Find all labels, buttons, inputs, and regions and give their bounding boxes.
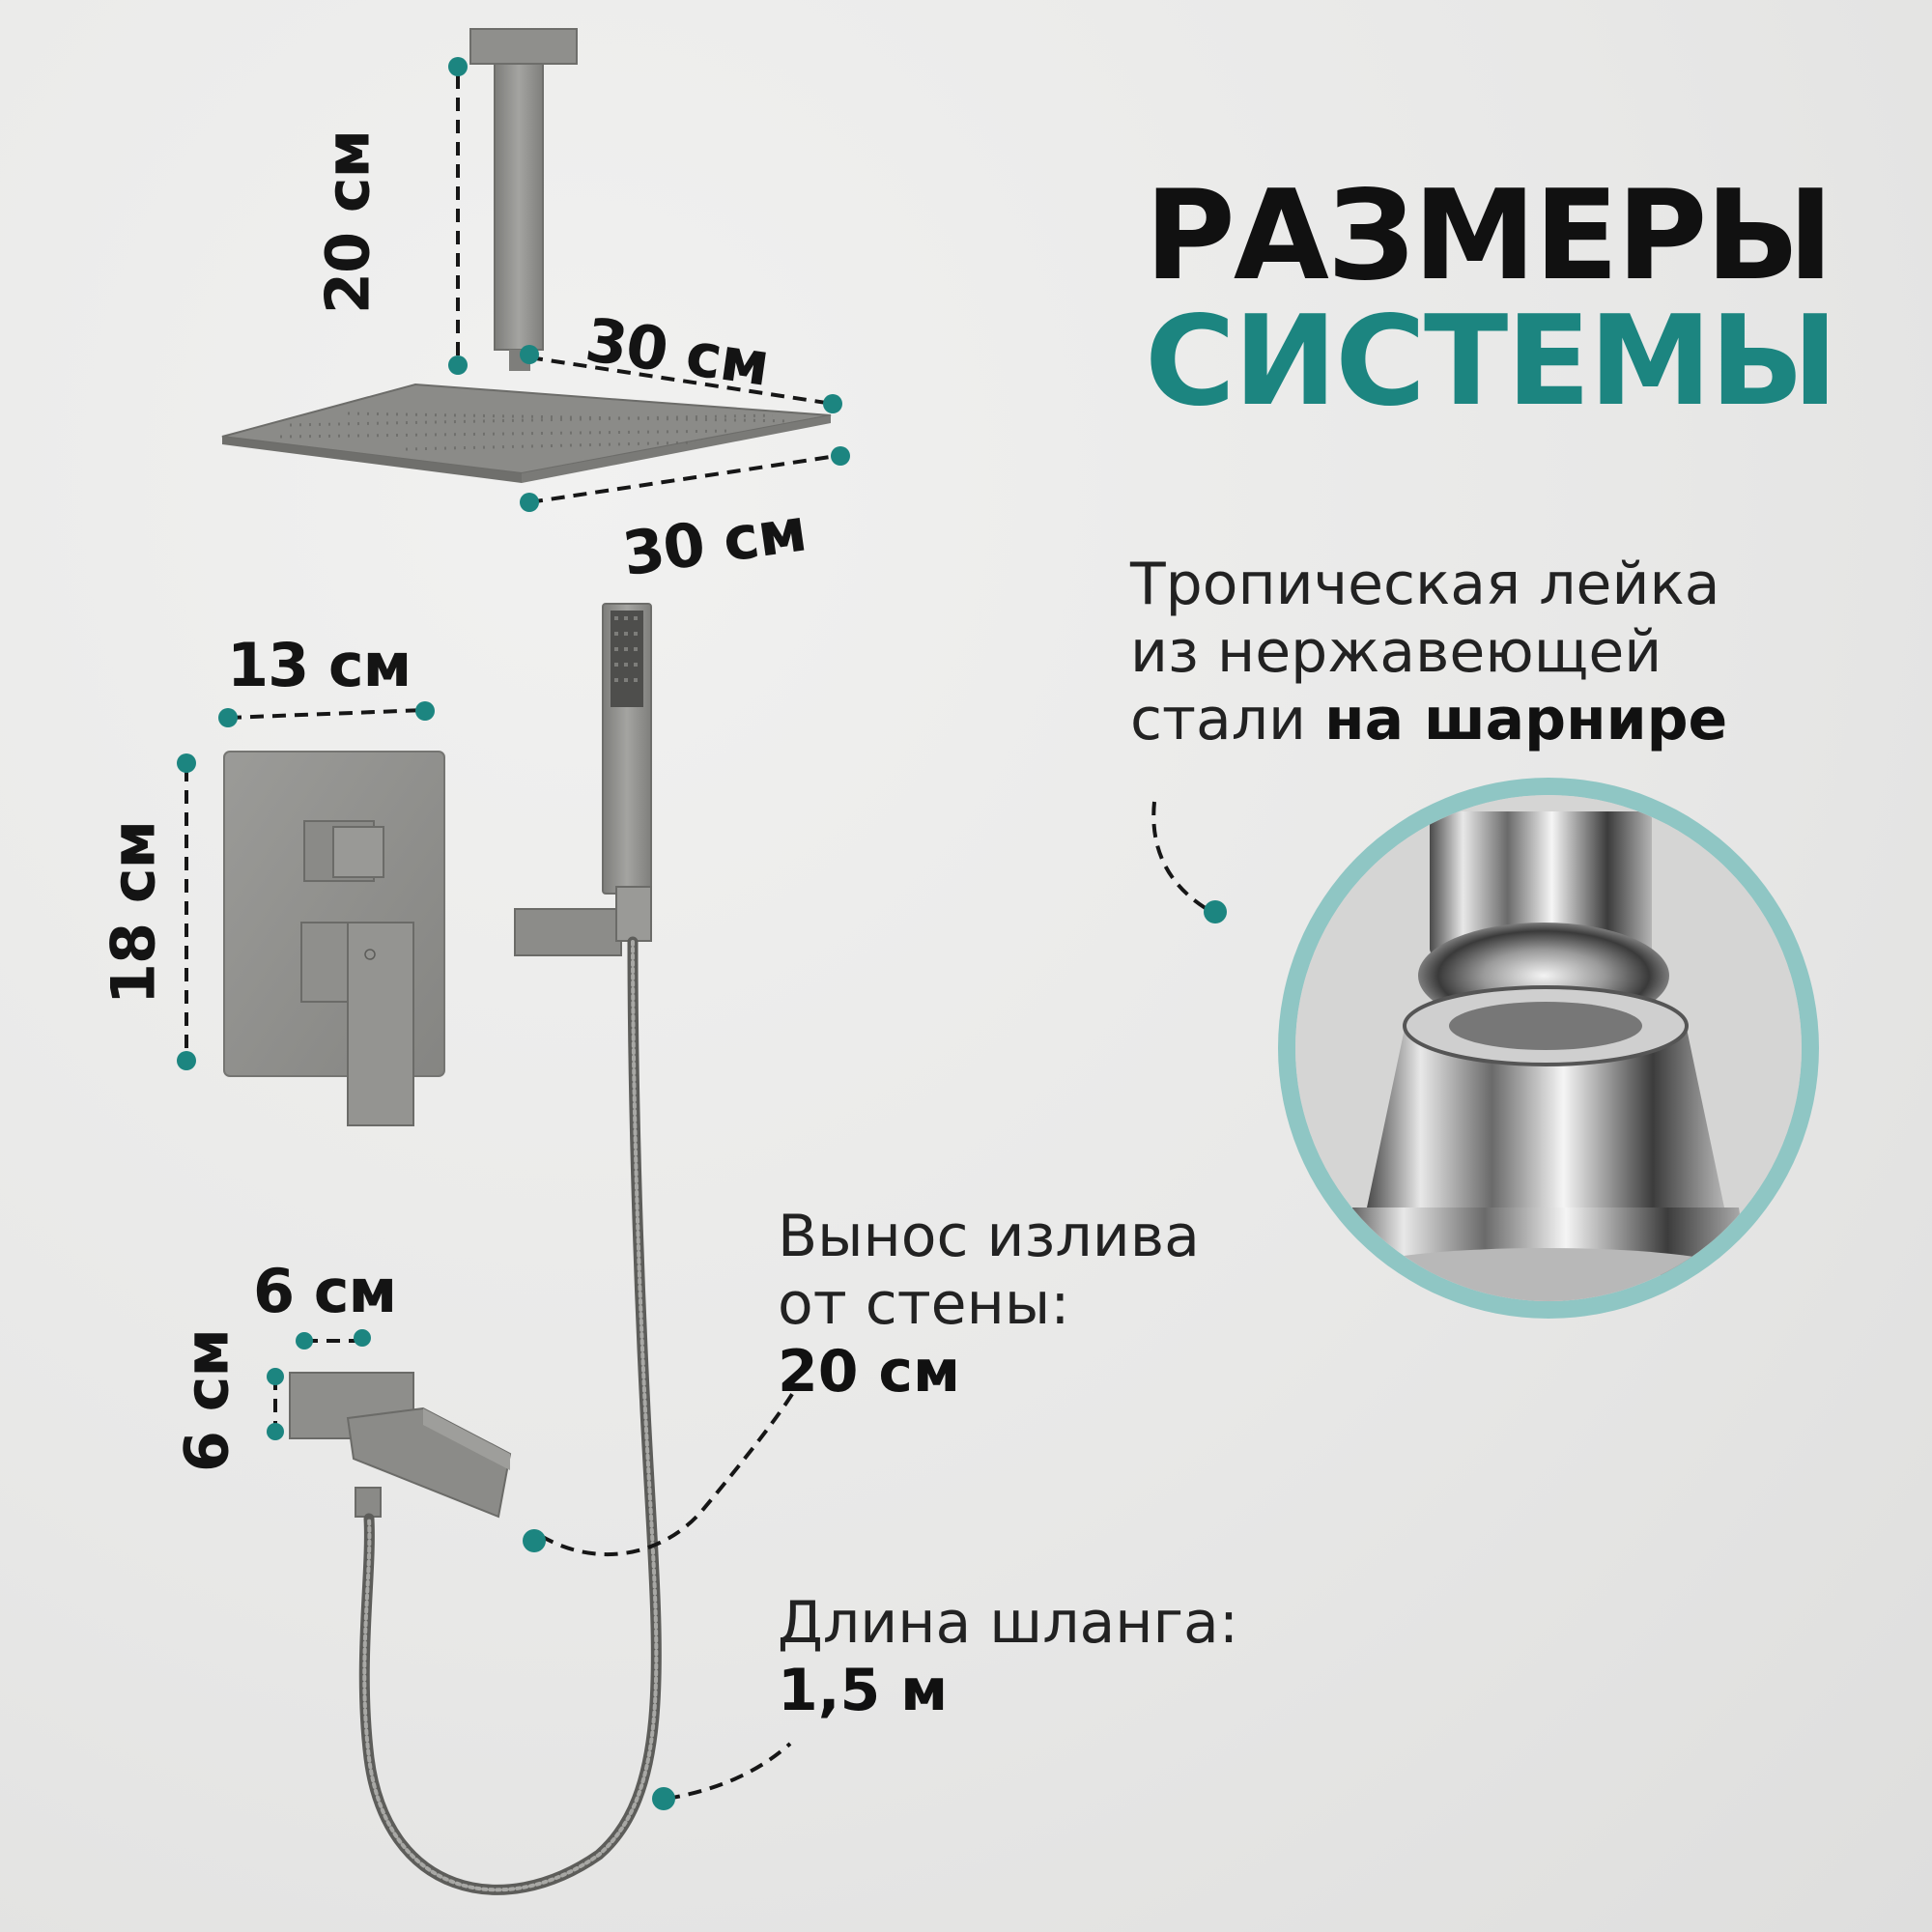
hose-line1: Длина шланга:: [778, 1589, 1239, 1657]
hose-value-text: 1,5 м: [778, 1657, 949, 1724]
feature-line3-plain: стали: [1130, 686, 1325, 753]
mixer-width-label: 13 см: [227, 630, 412, 700]
shower-hose: [358, 936, 662, 1895]
feature-line1: Тропическая лейка: [1130, 551, 1720, 618]
feature-description: Тропическая лейка из нержавеющей стали н…: [1130, 551, 1727, 753]
spout-reach-value-text: 20 см: [778, 1338, 960, 1406]
feature-line2: из нержавеющей: [1130, 618, 1662, 686]
bath-spout: [289, 1372, 512, 1519]
hose-description: Длина шланга: 1,5 м: [778, 1589, 1238, 1724]
dimension-markers: [185, 75, 1216, 1801]
pipe-length-label: 20 см: [312, 129, 384, 315]
mixer-height-label: 18 см: [98, 820, 169, 1006]
dimension-dots: [177, 57, 1227, 1810]
spout-reach-line1: Вынос излива: [778, 1203, 1200, 1270]
page-title-line2: СИСТЕМЫ: [1145, 290, 1838, 434]
swivel-joint-closeup: [1278, 778, 1819, 1319]
spout-height-label: 6 см: [171, 1328, 242, 1473]
spout-reach-description: Вынос излива от стены: 20 см: [778, 1203, 1200, 1406]
spout-width-label: 6 см: [253, 1256, 397, 1326]
page-title-line1: РАЗМЕРЫ: [1145, 164, 1833, 308]
spout-reach-value: 20 см: [778, 1338, 1200, 1406]
mixer-panel: [223, 751, 445, 1126]
feature-line3: стали на шарнире: [1130, 686, 1727, 753]
spout-reach-line2: от стены:: [778, 1270, 1070, 1338]
feature-line3-bold: на шарнире: [1324, 686, 1728, 753]
hose-value: 1,5 м: [778, 1657, 1238, 1724]
hand-shower: [514, 603, 652, 956]
